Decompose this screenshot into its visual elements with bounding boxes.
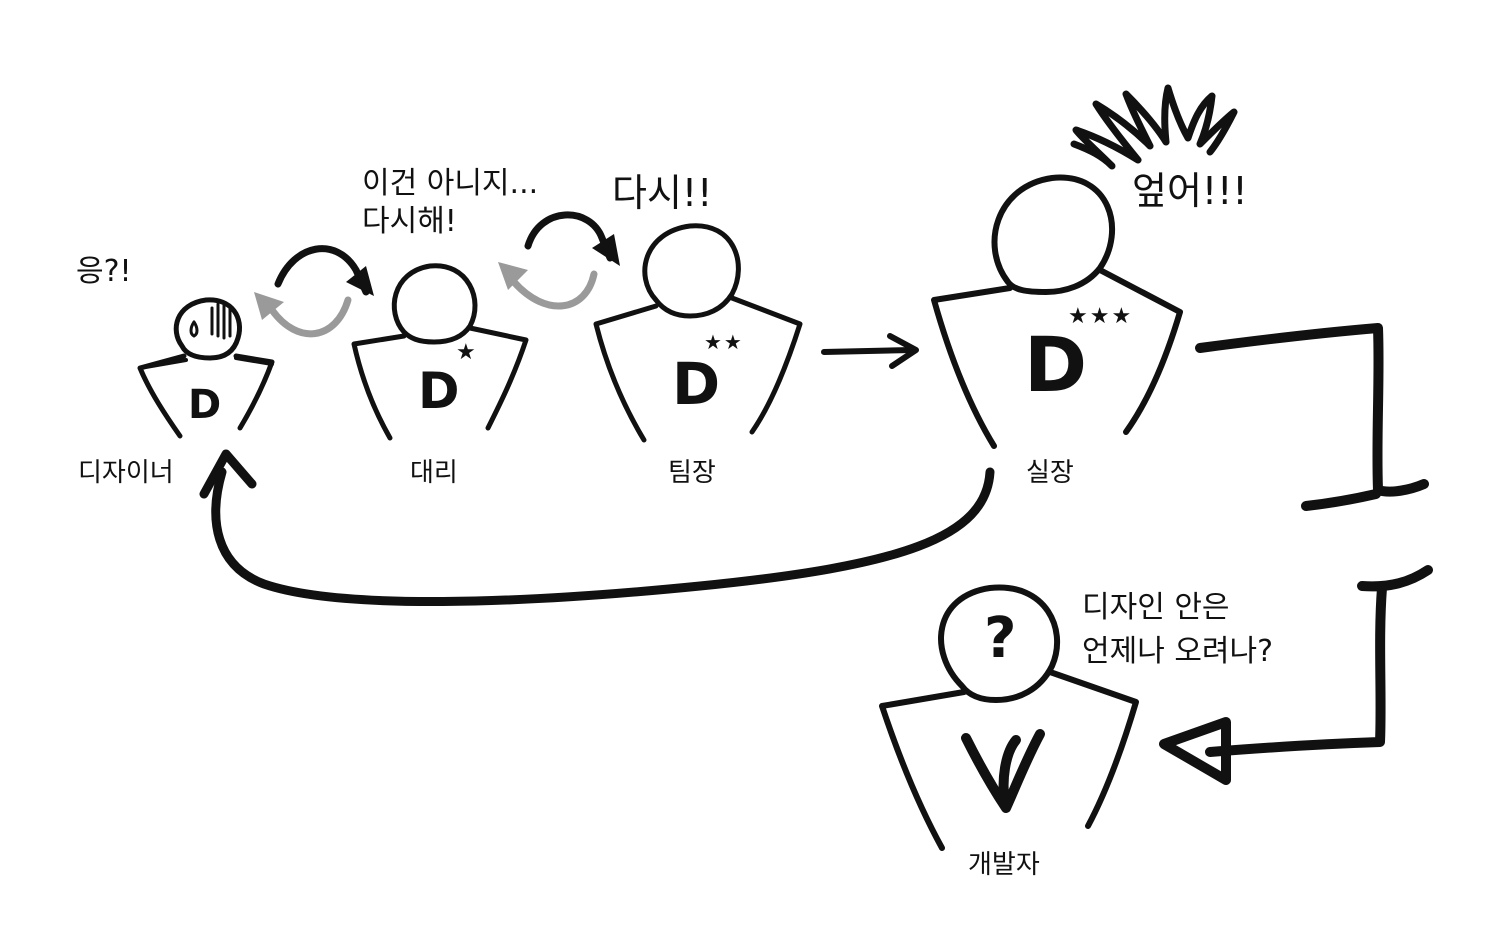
designer-head — [173, 297, 242, 361]
arrow-team-lead-to-director — [821, 347, 915, 355]
arrow-assistant-to-designer — [268, 296, 352, 338]
designer-name-label: 디자이너 — [78, 458, 174, 488]
developer-head — [938, 584, 1061, 703]
director-badge: D — [1024, 320, 1088, 409]
director-remark: 엎어!!! — [1132, 169, 1248, 213]
arrow-director-to-developer-lower — [1205, 565, 1433, 757]
director-anger-burst-icon — [1070, 84, 1238, 170]
arrow-team-lead-to-assistant — [510, 270, 598, 310]
assistant-name-label: 대리 — [410, 458, 458, 488]
assistant-badge: D — [418, 362, 460, 420]
team-lead-figure — [593, 223, 803, 443]
assistant-remark-line1: 이건 아니지... — [362, 166, 539, 201]
assistant-star-icon: ★ — [456, 340, 476, 365]
developer-v-badge — [961, 729, 1045, 813]
designer-worry-lines-icon — [210, 302, 232, 340]
arrow-director-to-developer-upper — [1195, 323, 1429, 511]
designer-remark: 응?! — [76, 254, 132, 289]
developer-question-icon: ? — [984, 606, 1017, 671]
assistant-figure — [351, 263, 529, 441]
director-figure — [931, 84, 1238, 449]
developer-remark-line2: 언제나 오려나? — [1082, 634, 1274, 669]
arrow-director-to-developer-head-icon — [1159, 717, 1231, 785]
team-lead-badge: D — [672, 350, 721, 418]
arrow-designer-to-assistant — [274, 245, 370, 296]
arrow-director-to-designer-head-icon — [199, 449, 257, 499]
team-lead-head — [642, 223, 741, 319]
director-name-label: 실장 — [1026, 458, 1074, 488]
designer-figure — [137, 297, 275, 439]
assistant-head — [391, 263, 478, 345]
designer-badge: D — [188, 382, 222, 428]
arrow-director-to-designer — [211, 467, 995, 606]
team-lead-stars-icon: ★★ — [704, 330, 744, 354]
team-lead-body — [593, 295, 803, 443]
developer-name-label: 개발자 — [968, 850, 1040, 880]
assistant-body — [351, 325, 529, 441]
assistant-remark-line2: 다시해! — [362, 204, 457, 239]
developer-body — [879, 669, 1139, 851]
arrow-assistant-to-team-lead-head-icon — [592, 234, 620, 266]
developer-remark-line1: 디자인 안은 — [1082, 590, 1230, 625]
arrow-assistant-to-team-lead — [524, 211, 614, 262]
director-stars-icon: ★★★ — [1068, 304, 1134, 329]
designer-sweat-icon — [189, 320, 199, 338]
arrow-designer-to-assistant-head-icon — [346, 266, 374, 296]
developer-figure — [879, 584, 1139, 851]
team-lead-name-label: 팀장 — [668, 458, 716, 488]
arrow-team-lead-to-assistant-head-icon — [498, 262, 528, 290]
director-body — [931, 267, 1183, 449]
director-head — [991, 174, 1116, 295]
arrow-assistant-to-designer-head-icon — [254, 292, 284, 320]
team-lead-remark: 다시!! — [612, 171, 713, 215]
